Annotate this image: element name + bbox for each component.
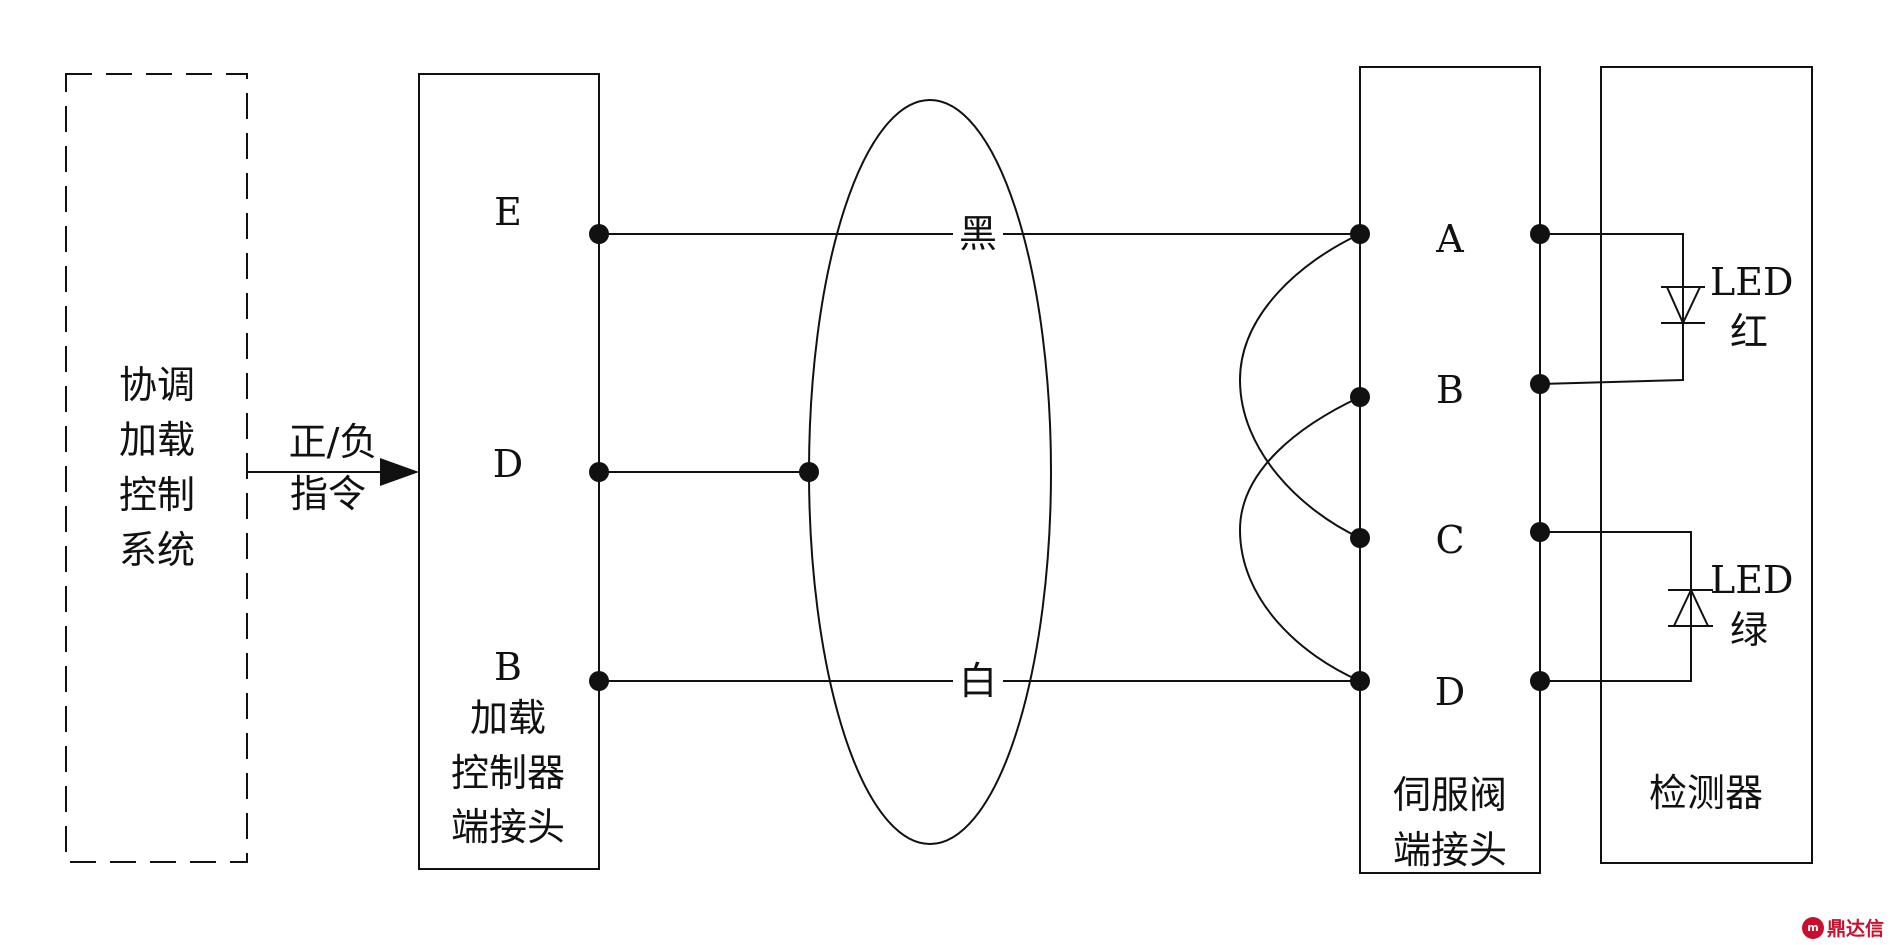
loading-controller-connector: E D B 加载 控制器 端接头	[418, 73, 600, 870]
system-label-line-4: 系统	[119, 528, 195, 572]
coordinated-loading-control-system: 协调 加载 控制 系统	[65, 73, 248, 863]
detector-box	[1600, 66, 1813, 864]
command-label-line-2: 指令	[290, 472, 366, 516]
servo-pin-label-d: D	[1435, 670, 1465, 714]
white-wire-label: 白	[959, 659, 997, 703]
loading-pin-e-dot	[589, 224, 609, 244]
loading-connector-label-line-1: 加载	[470, 696, 546, 740]
servo-pin-c-left-dot	[1350, 528, 1370, 548]
loading-pin-d-dot	[589, 462, 609, 482]
system-label-line-2: 加载	[119, 418, 195, 462]
servo-pin-a-right-dot	[1530, 224, 1550, 244]
shield-junction-dot	[799, 462, 819, 482]
servo-pin-a-left-dot	[1350, 224, 1370, 244]
green-led-label-line-1: LED	[1710, 558, 1793, 602]
loading-pin-label-e: E	[494, 190, 522, 234]
watermark: m 鼎达信	[1801, 914, 1884, 941]
red-led-diode-icon	[1665, 286, 1702, 326]
servo-pin-b-left-dot	[1350, 387, 1370, 407]
servo-pin-c-right-dot	[1530, 522, 1550, 542]
servo-pin-d-left-dot	[1350, 671, 1370, 691]
loading-connector-label-line-3: 端接头	[451, 805, 565, 849]
white-wire-label-bg	[953, 659, 1003, 703]
loading-pin-label-b: B	[494, 645, 522, 689]
system-dashed-box	[65, 73, 248, 863]
system-label-line-1: 协调	[119, 363, 195, 407]
jumper-a-to-c	[1238, 233, 1361, 539]
servo-pin-d-right-dot	[1530, 671, 1550, 691]
servo-pin-label-b: B	[1436, 368, 1464, 412]
servo-jumpers	[1238, 233, 1361, 682]
servo-connector-label-line-2: 端接头	[1393, 828, 1507, 872]
jumper-b-to-d	[1238, 396, 1361, 682]
watermark-text: 鼎达信	[1826, 918, 1884, 940]
servo-pin-b-right-dot	[1530, 374, 1550, 394]
detector: 检测器 LED 红 LED 绿	[1539, 66, 1813, 864]
command-signal: 正/负 指令	[247, 420, 419, 516]
cable-wires: 黑 白	[599, 212, 1360, 703]
red-led-label-line-2: 红	[1730, 310, 1768, 354]
green-led-loop	[1540, 531, 1692, 682]
black-wire-label-bg	[953, 212, 1003, 256]
loading-pin-b-dot	[589, 671, 609, 691]
cable-shield-ellipse	[808, 99, 1052, 845]
red-led-label-line-1: LED	[1710, 260, 1793, 304]
watermark-logo-icon: m	[1801, 916, 1824, 939]
servo-connector-box	[1359, 66, 1541, 874]
black-wire-label: 黑	[959, 212, 997, 256]
green-led-label-line-2: 绿	[1730, 608, 1768, 652]
servo-connector-label-line-1: 伺服阀	[1393, 773, 1507, 817]
system-label-line-3: 控制	[119, 473, 195, 517]
servo-pin-label-a: A	[1435, 217, 1464, 261]
servo-valve-connector: A B C D 伺服阀 端接头	[1359, 66, 1541, 874]
loading-connector-label-line-2: 控制器	[451, 751, 565, 795]
connection-dots	[589, 224, 1550, 691]
servo-pin-label-c: C	[1435, 518, 1464, 562]
command-arrowhead-icon	[380, 458, 419, 486]
loading-pin-label-d: D	[493, 442, 523, 486]
red-led-loop	[1539, 233, 1684, 385]
command-label-line-1: 正/负	[289, 420, 378, 464]
detector-label: 检测器	[1649, 771, 1763, 815]
